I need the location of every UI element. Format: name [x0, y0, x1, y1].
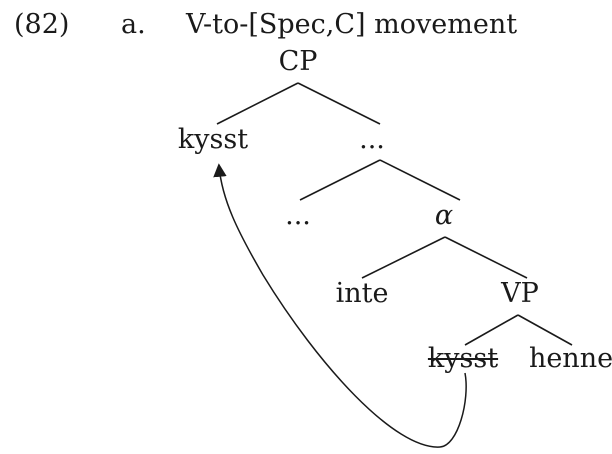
alpha-node: α — [434, 200, 454, 231]
movement-arrow — [213, 163, 467, 448]
dots-right-branch — [379, 159, 461, 201]
cp-left-branch — [216, 82, 299, 125]
negation-node: inte — [335, 278, 389, 309]
alpha-left-branch — [361, 236, 446, 279]
example-sub-label: a. — [121, 9, 146, 40]
cp-node: CP — [278, 46, 318, 77]
example-number: (82) — [14, 9, 70, 40]
lower-dots-node: ... — [285, 200, 311, 231]
object-node: henne — [528, 343, 612, 374]
vp-right-branch — [517, 314, 573, 346]
moved-verb-node: kysst — [177, 124, 249, 155]
vp-left-branch — [464, 314, 519, 346]
cp-right-branch — [297, 82, 381, 125]
dots-left-branch — [299, 159, 381, 201]
upper-dots-node: ... — [359, 124, 385, 155]
vp-node: VP — [501, 278, 539, 309]
trace-verb-node: kysst — [427, 343, 499, 374]
alpha-right-branch — [444, 236, 528, 279]
example-title: V-to-[Spec,C] movement — [186, 9, 518, 40]
